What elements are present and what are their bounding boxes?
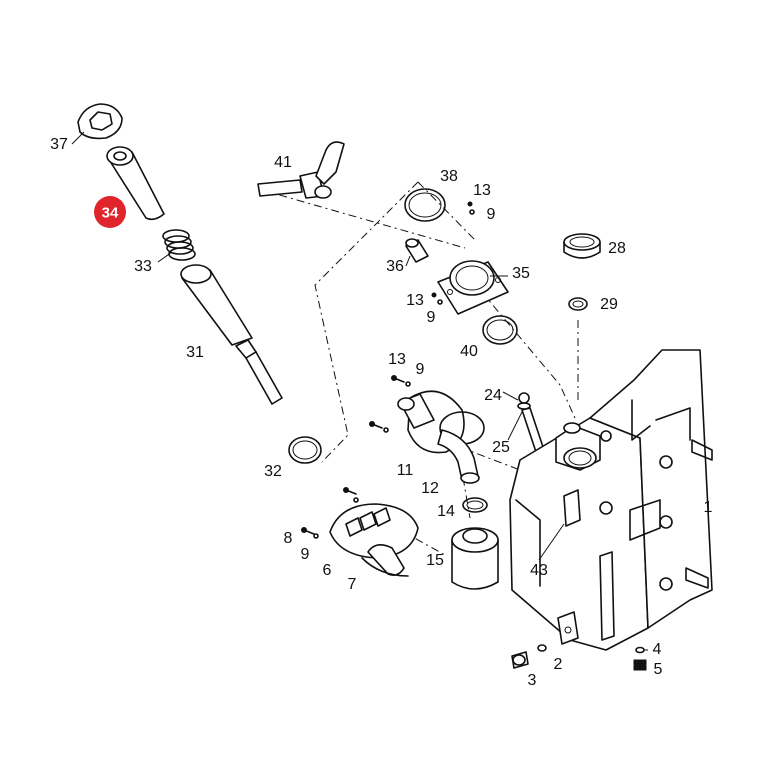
part-2-3-drain-plug[interactable] <box>511 644 547 669</box>
callout-9-sender: 9 <box>301 546 310 563</box>
part-14-o-ring[interactable] <box>462 497 488 513</box>
callout-14: 14 <box>437 503 455 520</box>
callout-40: 40 <box>460 343 478 360</box>
part-41-breather-pipe[interactable] <box>257 141 345 199</box>
callout-7: 7 <box>348 576 357 593</box>
callout-6: 6 <box>323 562 332 579</box>
callout-25: 25 <box>492 439 510 456</box>
callout-9-top: 9 <box>487 206 496 223</box>
part-32-o-ring[interactable] <box>288 436 322 464</box>
part-1-hydraulic-tank[interactable] <box>509 349 713 651</box>
part-40-o-ring[interactable] <box>482 315 518 345</box>
callout-43: 43 <box>530 562 548 579</box>
callout-9-flange: 9 <box>427 309 436 326</box>
part-13-9-screws-cover[interactable] <box>369 375 411 433</box>
highlight-badge-34[interactable]: 34 <box>94 196 126 228</box>
part-34-filter-element[interactable] <box>106 146 165 221</box>
callout-28: 28 <box>608 240 626 257</box>
callout-5: 5 <box>654 661 663 678</box>
callout-13-cover: 13 <box>388 351 406 368</box>
callout-31: 31 <box>186 344 204 361</box>
callout-12: 12 <box>421 480 439 497</box>
part-15-filter-cartridge[interactable] <box>451 527 499 590</box>
part-12-bent-pipe[interactable] <box>437 429 480 484</box>
part-4-5-bolt[interactable] <box>633 646 647 671</box>
callout-15: 15 <box>426 552 444 569</box>
part-37-filler-cap[interactable] <box>77 103 123 140</box>
part-38-o-ring[interactable] <box>404 188 446 222</box>
part-6-sender-unit[interactable] <box>329 503 419 559</box>
callout-38: 38 <box>440 168 458 185</box>
part-29-washer[interactable] <box>568 297 588 311</box>
leader-lines <box>71 131 648 651</box>
callout-1: 1 <box>704 499 713 516</box>
callout-29: 29 <box>600 296 618 313</box>
callout-2: 2 <box>554 656 563 673</box>
part-8-9-screws-sender[interactable] <box>301 487 359 539</box>
part-36-fitting[interactable] <box>405 238 429 263</box>
callout-33: 33 <box>134 258 152 275</box>
part-35-filler-neck-flange[interactable] <box>437 260 509 315</box>
part-13-9-screw-flange[interactable] <box>431 292 443 305</box>
callout-13-top: 13 <box>473 182 491 199</box>
callout-8: 8 <box>284 530 293 547</box>
callout-3: 3 <box>528 672 537 689</box>
part-7-gasket[interactable] <box>361 544 409 577</box>
callout-35: 35 <box>512 265 530 282</box>
callout-41: 41 <box>274 154 292 171</box>
part-31-filler-tube[interactable] <box>180 264 283 405</box>
callout-9-cover: 9 <box>416 361 425 378</box>
callout-labels: 37 33 31 32 41 38 13 9 36 35 13 9 40 28 … <box>50 136 712 689</box>
callout-37: 37 <box>50 136 68 153</box>
highlight-label: 34 <box>102 205 119 222</box>
callout-13-flange: 13 <box>406 292 424 309</box>
callout-11: 11 <box>397 462 414 479</box>
callout-32: 32 <box>264 463 282 480</box>
part-13-9-screw-top[interactable] <box>467 201 475 215</box>
part-28-cap[interactable] <box>563 233 601 259</box>
callout-24: 24 <box>484 387 502 404</box>
callout-36: 36 <box>386 258 404 275</box>
callout-4: 4 <box>653 641 662 658</box>
